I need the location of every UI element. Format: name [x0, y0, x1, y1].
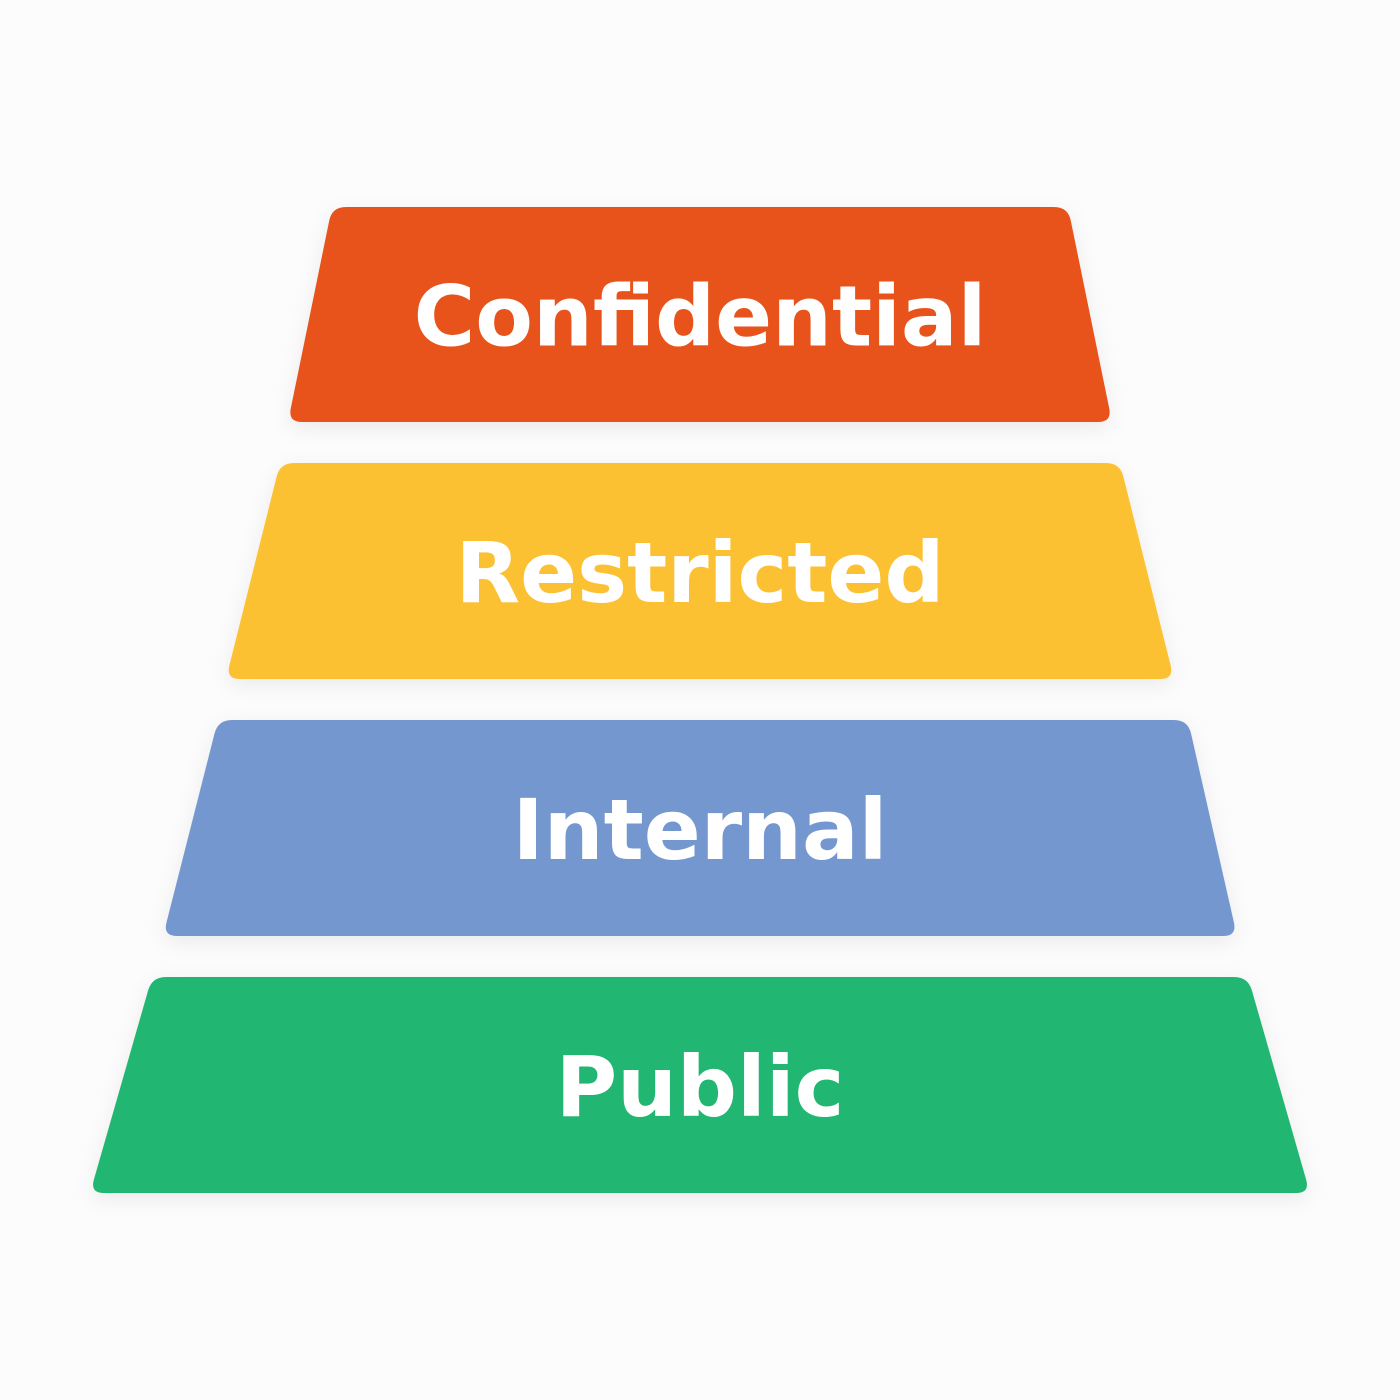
tier-public-shape: [93, 977, 1307, 1193]
tier-public: Public: [93, 977, 1307, 1193]
tier-restricted-shape: [228, 463, 1172, 679]
tier-internal: Internal: [165, 720, 1235, 936]
tier-restricted-label: Restricted: [455, 524, 944, 622]
tier-restricted: Restricted: [228, 463, 1172, 679]
tier-internal-label: Internal: [513, 781, 888, 879]
tier-confidential: Confidential: [290, 207, 1110, 422]
tier-public-label: Public: [556, 1038, 845, 1136]
tier-confidential-label: Confidential: [414, 268, 987, 366]
tier-confidential-shape: [290, 207, 1110, 422]
tier-internal-shape: [165, 720, 1235, 936]
